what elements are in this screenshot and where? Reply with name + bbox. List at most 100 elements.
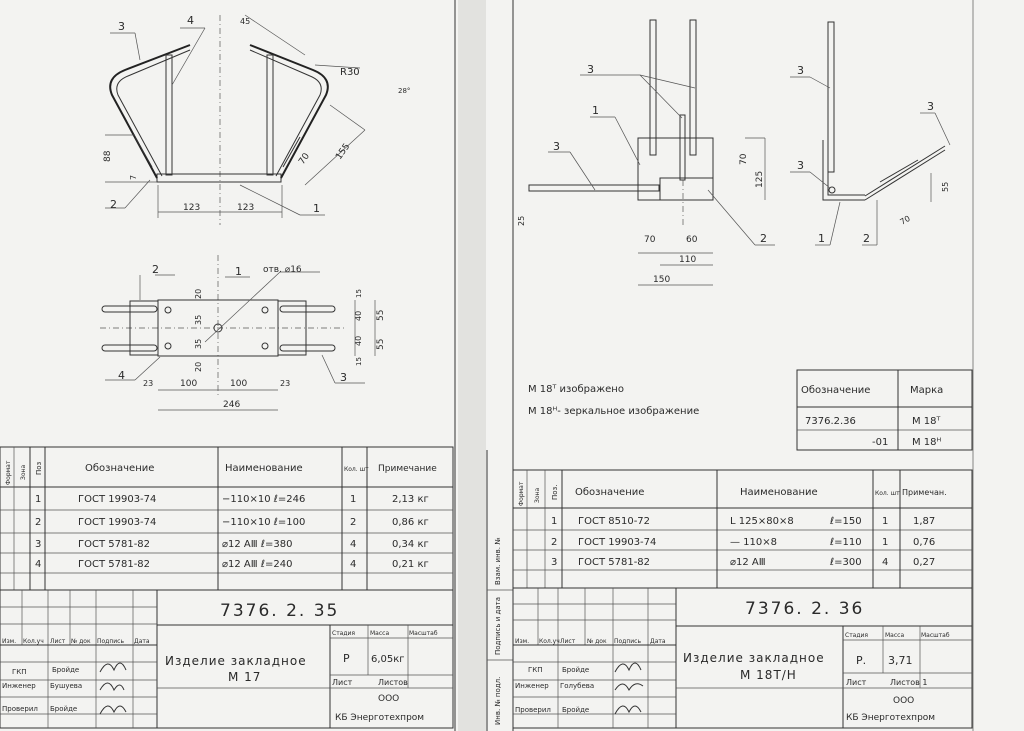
pos-label: 4	[118, 369, 125, 382]
dim-label: 55	[376, 310, 386, 321]
cell: 2,13 кг	[392, 494, 429, 505]
item-mark: М 18Т/Н	[740, 668, 797, 682]
cell: 1	[882, 537, 888, 548]
dim-label: 60	[686, 235, 698, 245]
cell: 0,76	[913, 537, 935, 548]
role-label: ГКП	[12, 668, 27, 676]
dim-label: 150	[653, 275, 670, 285]
org-mark: ООО	[893, 696, 914, 706]
cell: 7376.2.36	[805, 416, 856, 427]
cell: 2	[551, 537, 557, 548]
dim-label: 55	[941, 182, 950, 192]
dim-label: 70	[644, 235, 656, 245]
column-header: № док	[71, 638, 91, 645]
pos-label: 3	[797, 64, 804, 77]
label: Стадия	[332, 630, 355, 637]
dim-label: 55	[376, 339, 386, 350]
table-row: 4 ГОСТ 5781-82 ⌀12 AⅢ ℓ=240 4 0,21 кг	[35, 559, 429, 570]
cell: 1	[350, 494, 356, 505]
dim-label: 123	[183, 203, 200, 213]
label: Лист	[846, 678, 867, 687]
role-label: Проверил	[2, 705, 38, 713]
cell: ГОСТ 5781-82	[78, 559, 150, 570]
marka-table: Обозначение Марка 7376.2.36 М 18ᵀ -01 М …	[796, 369, 973, 451]
item-mark: М 17	[228, 670, 261, 684]
cell: ГОСТ 8510-72	[578, 516, 650, 527]
label: Масса	[885, 632, 904, 639]
column-header: Примечан.	[902, 488, 947, 497]
pos-label: 4	[187, 14, 194, 27]
column-header: Лист	[50, 638, 66, 645]
org-mark: ООО	[378, 694, 399, 704]
column-header: Кол. шт	[344, 466, 369, 473]
item-title: Изделие закладное	[683, 651, 825, 665]
column-header: Подпись	[97, 638, 124, 645]
cell: 1	[551, 516, 557, 527]
table-row: 2 ГОСТ 19903-74 — 110×8 ℓ=110 1 0,76	[551, 537, 935, 548]
cell: ⌀12 AⅢ ℓ=240	[222, 559, 292, 570]
column-header: Примечание	[378, 464, 437, 474]
cell: ℓ=110	[830, 537, 862, 548]
dim-label: 40	[354, 311, 363, 321]
dim-label: 23	[280, 379, 290, 388]
left-spec-table: Формат Зона Поз Обозначение Наименование…	[0, 446, 454, 591]
label: Лист	[332, 678, 353, 687]
dim-label: 100	[230, 379, 247, 389]
item-title: Изделие закладное	[165, 654, 307, 668]
pos-label: 1	[592, 104, 599, 117]
cell: 0,27	[913, 557, 935, 568]
pos-label: 2	[110, 198, 117, 211]
dim-label: 70	[297, 151, 312, 166]
table-row: 2 ГОСТ 19903-74 −110×10 ℓ=100 2 0,86 кг	[35, 517, 429, 528]
column-header: Марка	[910, 385, 943, 396]
cell: М 18ᴴ	[912, 437, 942, 448]
column-header: Зона	[534, 488, 541, 503]
cell: -01	[872, 437, 888, 448]
hole-label: отв. ⌀16	[263, 265, 302, 275]
role-name: Бройде	[52, 666, 79, 674]
note-line: М 18ᵀ изображено	[528, 384, 624, 395]
dim-label: 100	[180, 379, 197, 389]
cell: 2	[350, 517, 356, 528]
dim-label: 15	[355, 289, 363, 298]
dim-label: 125	[755, 171, 765, 188]
role-name: Бушуева	[50, 682, 82, 690]
cell: 0,86 кг	[392, 517, 429, 528]
column-header: Обозначение	[85, 463, 154, 474]
dim-label: 35	[194, 315, 203, 325]
cell: 1	[882, 516, 888, 527]
cell: −110×10 ℓ=246	[222, 494, 305, 505]
role-name: Бройде	[562, 666, 589, 674]
organization: КБ Энерготехпром	[335, 713, 424, 723]
column-header: Кол.уч	[539, 638, 560, 645]
column-header: Наименование	[225, 463, 303, 474]
stage-value: Р.	[856, 654, 866, 667]
role-label: Инженер	[515, 682, 549, 690]
cell: 4	[882, 557, 888, 568]
pos-label: 2	[863, 232, 870, 245]
label: Масштаб	[409, 630, 438, 637]
right-title-block: 7376. 2. 36 Изм. Кол.уч Лист № док Подпи…	[512, 587, 973, 729]
label: Масса	[370, 630, 389, 637]
column-header: Дата	[650, 638, 666, 645]
strip-label: Взам. инв. №	[494, 537, 502, 585]
table-row: 3 ГОСТ 5781-82 ⌀12 AⅢ ℓ=300 4 0,27	[551, 557, 935, 568]
role-label: ГКП	[528, 666, 543, 674]
role-label: Проверил	[515, 706, 551, 714]
dim-label: 70	[739, 153, 749, 165]
role-name: Голубева	[560, 682, 594, 690]
pos-label: 2	[152, 263, 159, 276]
column-header: Изм.	[515, 638, 529, 645]
pos-label: 3	[118, 20, 125, 33]
mass-value: 6,05кг	[371, 654, 405, 665]
label: Масштаб	[921, 632, 950, 639]
dim-label: 45	[240, 17, 250, 26]
pos-label: 3	[553, 140, 560, 153]
left-title-block: 7376. 2. 35 Изм. Кол.уч Лист № док Подпи…	[0, 589, 454, 729]
cell: ⌀12 AⅢ	[730, 557, 766, 568]
pos-label: 3	[927, 100, 934, 113]
cell: ГОСТ 19903-74	[78, 517, 156, 528]
pos-label: 2	[760, 232, 767, 245]
pos-label: 3	[587, 63, 594, 76]
